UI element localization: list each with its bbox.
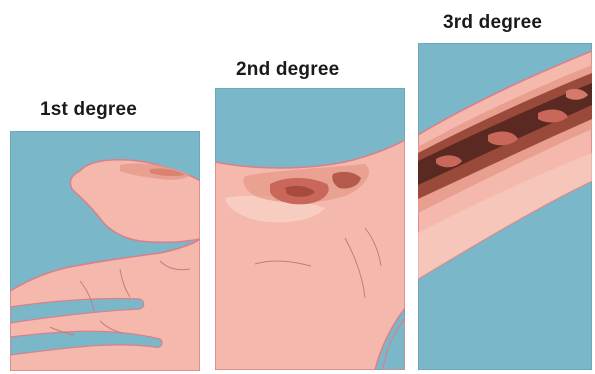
first-degree-label: 1st degree <box>40 99 137 121</box>
second-degree-burn-illustration <box>215 88 405 370</box>
third-degree-label: 3rd degree <box>443 12 542 34</box>
third-degree-burn-illustration <box>418 43 592 370</box>
second-degree-label: 2nd degree <box>236 59 339 81</box>
first-degree-burn-illustration <box>10 131 200 371</box>
